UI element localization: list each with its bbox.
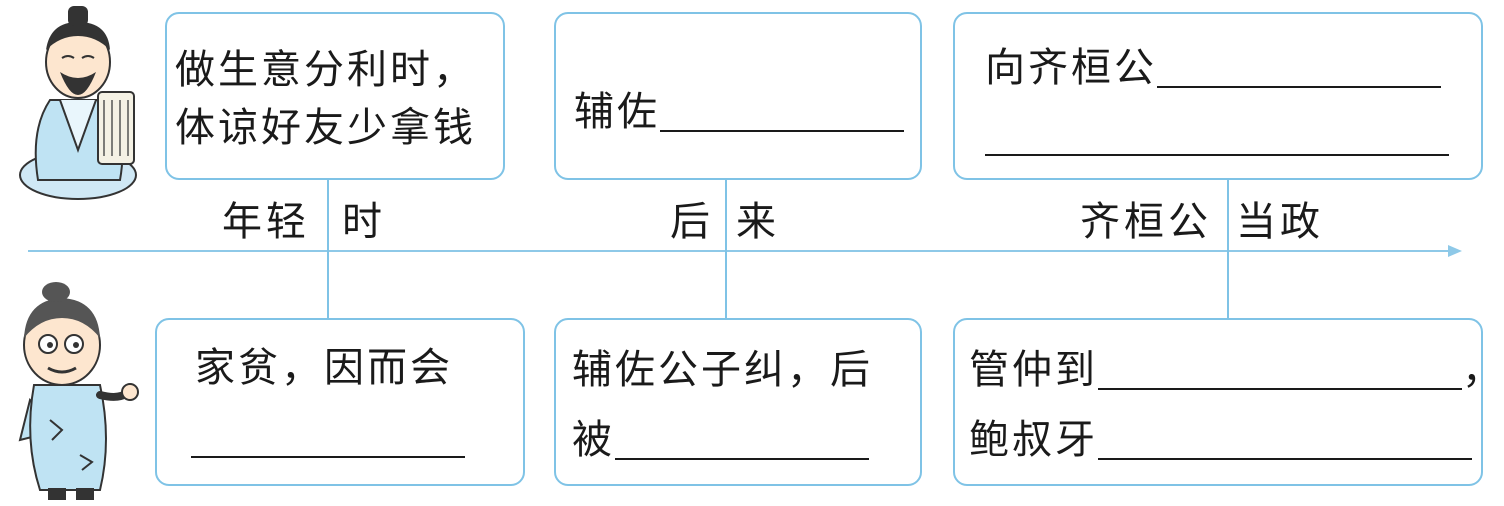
box-bottom-youth-line1: 家贫，因而会	[195, 345, 453, 391]
answer-blank[interactable]	[191, 412, 465, 458]
box-bottom-ruling-line1: 管仲到 ，	[969, 342, 1504, 398]
box-bottom-youth-line2	[191, 410, 465, 466]
box-top-later: 辅佐	[554, 12, 922, 180]
box-top-youth: 做生意分利时， 体谅好友少拿钱	[165, 12, 505, 180]
box-bottom-youth: 家贫，因而会	[155, 318, 525, 486]
box-bottom-ruling-line2: 鲍叔牙	[969, 412, 1472, 468]
box-top-youth-line2: 体谅好友少拿钱	[175, 105, 476, 151]
box-bottom-ruling: 管仲到 ， 鲍叔牙	[953, 318, 1502, 486]
answer-blank[interactable]	[1098, 414, 1472, 460]
timeline-label-youth-right: 时	[342, 199, 386, 245]
answer-blank[interactable]	[615, 414, 869, 460]
answer-blank[interactable]	[985, 110, 1449, 156]
box-bottom-ruling-prefix1: 管仲到	[969, 347, 1098, 393]
scholar-with-scroll-icon	[19, 6, 137, 200]
box-bottom-later: 辅佐公子纠，后 被	[554, 318, 922, 486]
box-top-ruling-line2	[985, 108, 1449, 164]
timeline-label-later-right: 来	[736, 199, 780, 245]
timeline-label-ruling-left: 齐桓公	[1080, 199, 1212, 245]
timeline-label-later-left: 后	[670, 199, 714, 245]
timeline-arrowhead	[1448, 245, 1462, 257]
box-top-ruling-line1: 向齐桓公	[985, 40, 1441, 96]
timeline-label-youth-left: 年轻	[222, 199, 310, 245]
box-top-ruling-prefix: 向齐桓公	[985, 45, 1157, 91]
box-bottom-later-prefix: 被	[572, 417, 615, 463]
answer-blank[interactable]	[660, 86, 904, 132]
box-bottom-ruling-prefix2: 鲍叔牙	[969, 417, 1098, 463]
poor-man-icon	[18, 282, 139, 500]
box-top-later-line: 辅佐	[574, 84, 904, 140]
box-top-ruling: 向齐桓公	[953, 12, 1483, 180]
answer-blank[interactable]	[1157, 42, 1441, 88]
box-bottom-ruling-comma: ，	[1462, 347, 1504, 393]
timeline-label-ruling-right: 当政	[1236, 199, 1324, 245]
box-bottom-later-line1: 辅佐公子纠，后	[572, 347, 873, 393]
box-top-later-prefix: 辅佐	[574, 89, 660, 135]
box-top-youth-line1: 做生意分利时，	[175, 47, 476, 93]
box-bottom-later-line2: 被	[572, 412, 869, 468]
answer-blank[interactable]	[1098, 344, 1462, 390]
